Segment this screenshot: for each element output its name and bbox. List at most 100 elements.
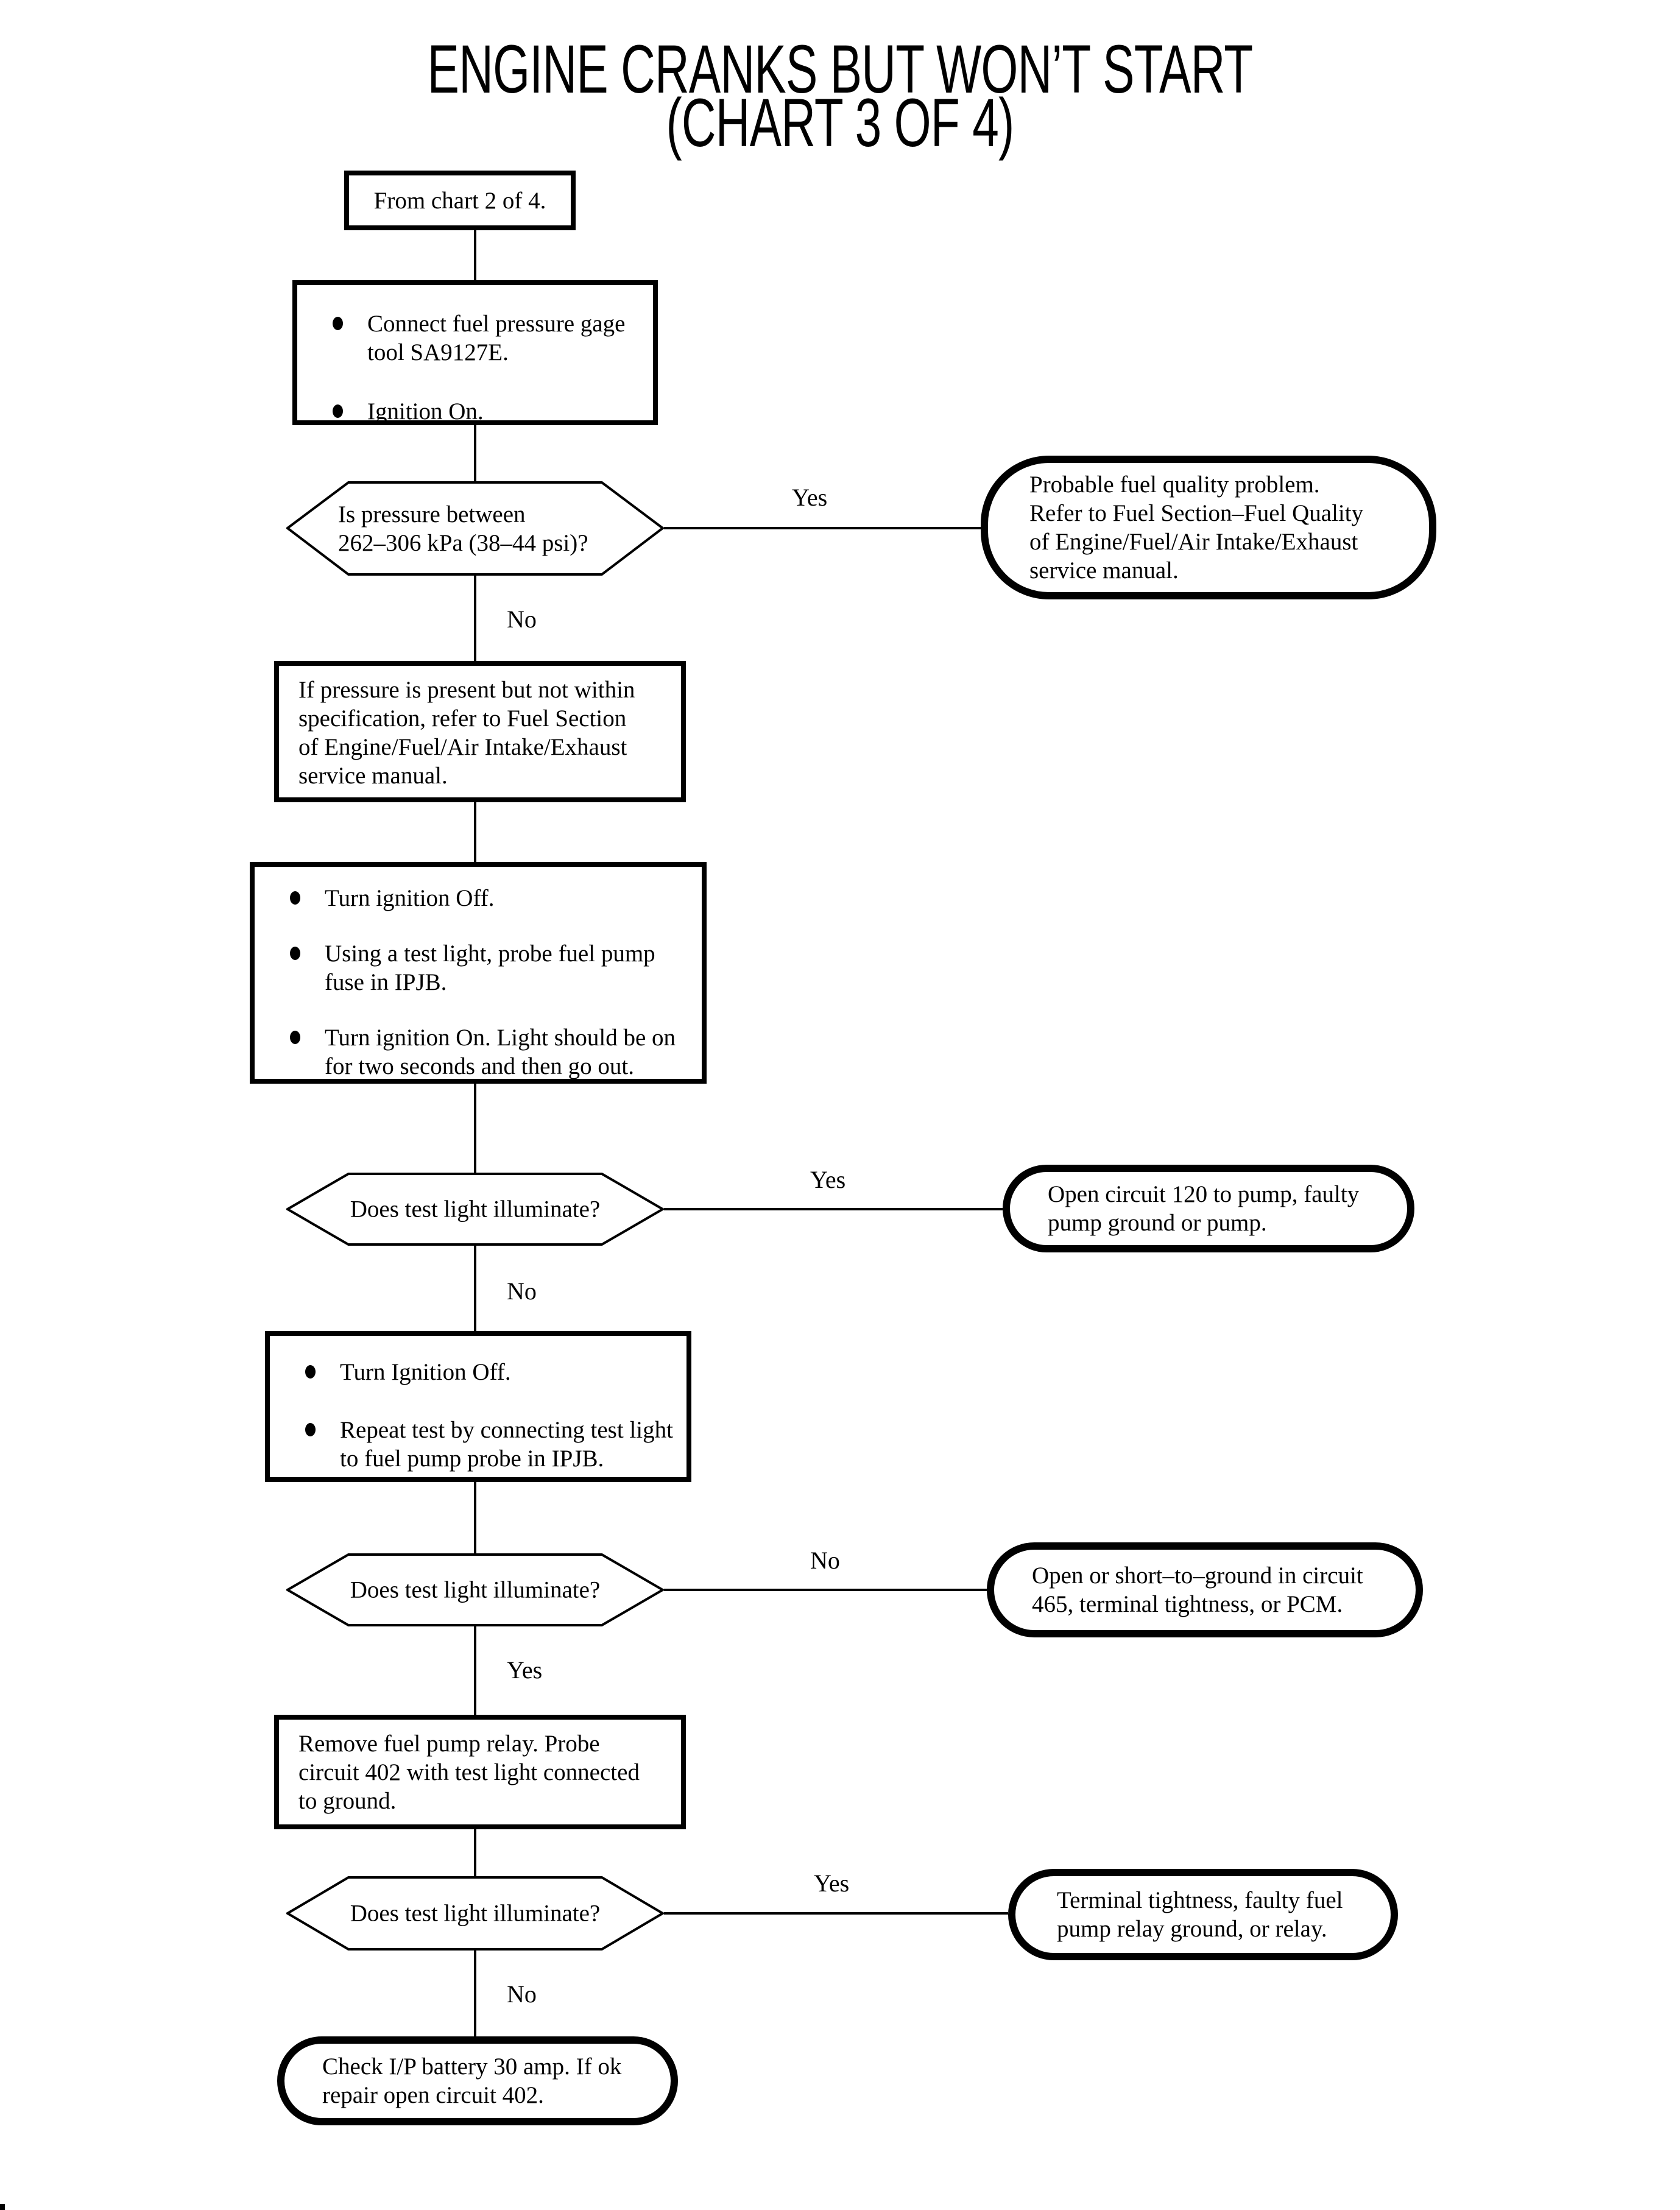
bullet-line: Connect fuel pressure gage (367, 311, 626, 337)
decision3-text: Does test light illuminate? (286, 1576, 664, 1605)
node-result5: Check I/P battery 30 amp. If ok repair o… (277, 2036, 678, 2125)
node-step4: Remove fuel pump relay. Probe circuit 40… (274, 1715, 686, 1829)
node-decision4: Does test light illuminate? (286, 1876, 664, 1951)
result-line: Open or short–to–ground in circuit (1032, 1562, 1363, 1589)
connector-decision1-result1 (664, 527, 981, 529)
connector-decision3-result3 (664, 1589, 987, 1591)
bullet-line: Turn ignition Off. (325, 885, 495, 911)
bullet-line: for two seconds and then go out. (325, 1053, 634, 1079)
text-line: to ground. (298, 1788, 397, 1814)
connector-step2-decision2 (474, 1084, 476, 1173)
bullet-line: tool SA9127E. (367, 339, 509, 365)
bullet-text: Using a test light, probe fuel pump fuse… (325, 939, 655, 997)
connector-start-step1 (474, 230, 476, 280)
result-line: Probable fuel quality problem. (1029, 471, 1320, 498)
hexagon-shape-icon (286, 481, 664, 576)
bullet-text: Turn Ignition Off. (340, 1358, 511, 1386)
bullet-dot-icon (305, 1423, 316, 1436)
node-start: From chart 2 of 4. (344, 171, 576, 230)
bullet-dot-icon (333, 317, 343, 330)
hexagon-shape-icon (286, 1553, 664, 1626)
edge-label-no: No (507, 605, 537, 633)
decision-line: 262–306 kPa (38–44 psi)? (338, 529, 588, 556)
result-line: Open circuit 120 to pump, faulty (1048, 1181, 1360, 1207)
node-result4: Terminal tightness, faulty fuel pump rel… (1008, 1869, 1398, 1960)
result-line: service manual. (1029, 557, 1179, 584)
node-result1: Probable fuel quality problem. Refer to … (981, 456, 1436, 599)
result-line: Check I/P battery 30 amp. If ok (322, 2053, 622, 2080)
edge-label-yes: Yes (814, 1869, 850, 1897)
text-line: of Engine/Fuel/Air Intake/Exhaust (298, 734, 627, 760)
result-line: pump relay ground, or relay. (1057, 1916, 1327, 1942)
hexagon-shape-icon (286, 1173, 664, 1246)
text-line: If pressure is present but not within (298, 677, 635, 703)
bullet-line: Ignition On. (367, 398, 484, 425)
connector-specbox-step2 (474, 802, 476, 862)
node-specbox: If pressure is present but not within sp… (274, 661, 686, 802)
decision-line: Is pressure between (338, 501, 526, 528)
result-line: pump ground or pump. (1048, 1210, 1267, 1236)
bullet-item: Ignition On. (333, 397, 647, 426)
result-line: of Engine/Fuel/Air Intake/Exhaust (1029, 529, 1358, 555)
node-step3: Turn Ignition Off. Repeat test by connec… (265, 1331, 691, 1482)
bullet-line: Repeat test by connecting test light (340, 1417, 673, 1443)
bullet-item: Connect fuel pressure gage tool SA9127E. (333, 309, 647, 367)
connector-decision4-result5 (474, 1951, 476, 2036)
bullet-item: Using a test light, probe fuel pump fuse… (290, 939, 696, 997)
scan-artifact (0, 2204, 5, 2210)
edge-label-no: No (810, 1547, 840, 1574)
page-title-line1: ENGINE CRANKS BUT WON’T START (427, 31, 1253, 107)
connector-decision1-specbox (474, 576, 476, 661)
result-line: Terminal tightness, faulty fuel (1057, 1887, 1343, 1913)
decision-line: Does test light illuminate? (350, 1900, 601, 1927)
result-line: Refer to Fuel Section–Fuel Quality (1029, 500, 1364, 526)
bullet-text: Repeat test by connecting test light to … (340, 1416, 673, 1473)
bullet-text: Turn ignition On. Light should be on for… (325, 1023, 676, 1081)
page-title-line2: (CHART 3 OF 4) (666, 85, 1014, 161)
bullet-dot-icon (333, 404, 343, 418)
connector-decision2-step3 (474, 1246, 476, 1331)
edge-label-yes: Yes (507, 1656, 543, 1684)
node-step1: Connect fuel pressure gage tool SA9127E.… (292, 280, 658, 425)
bullet-line: Turn ignition On. Light should be on (325, 1025, 676, 1051)
bullet-item: Turn ignition On. Light should be on for… (290, 1023, 696, 1081)
edge-label-yes: Yes (810, 1166, 846, 1193)
node-step2: Turn ignition Off. Using a test light, p… (250, 862, 707, 1084)
decision-line: Does test light illuminate? (350, 1196, 601, 1223)
edge-label-no: No (507, 1277, 537, 1305)
node-start-text: From chart 2 of 4. (373, 187, 546, 214)
bullet-line: fuse in IPJB. (325, 969, 447, 995)
bullet-line: Using a test light, probe fuel pump (325, 941, 655, 967)
text-line: circuit 402 with test light connected (298, 1759, 640, 1785)
text-line: Remove fuel pump relay. Probe (298, 1731, 600, 1757)
connector-step3-decision3 (474, 1482, 476, 1553)
text-line: service manual. (298, 763, 448, 789)
decision2-text: Does test light illuminate? (286, 1195, 664, 1224)
bullet-dot-icon (290, 947, 300, 960)
bullet-text: Turn ignition Off. (325, 884, 494, 913)
edge-label-yes: Yes (792, 484, 828, 511)
bullet-text: Connect fuel pressure gage tool SA9127E. (367, 309, 625, 367)
node-result2: Open circuit 120 to pump, faulty pump gr… (1003, 1165, 1414, 1252)
result-line: repair open circuit 402. (322, 2082, 544, 2108)
bullet-dot-icon (305, 1365, 316, 1379)
connector-step4-decision4 (474, 1829, 476, 1876)
bullet-line: to fuel pump probe in IPJB. (340, 1446, 604, 1472)
bullet-line: Turn Ignition Off. (340, 1359, 511, 1385)
node-result3: Open or short–to–ground in circuit 465, … (987, 1542, 1423, 1637)
edge-label-no: No (507, 1980, 537, 2008)
decision-line: Does test light illuminate? (350, 1576, 601, 1603)
decision1-text: Is pressure between 262–306 kPa (38–44 p… (338, 500, 588, 557)
connector-step1-decision1 (474, 425, 476, 481)
connector-decision2-result2 (664, 1208, 1003, 1210)
bullet-item: Turn ignition Off. (290, 884, 696, 913)
text-line: specification, refer to Fuel Section (298, 705, 627, 732)
connector-decision3-step4 (474, 1626, 476, 1715)
decision4-text: Does test light illuminate? (286, 1899, 664, 1928)
bullet-text: Ignition On. (367, 397, 484, 426)
result-line: 465, terminal tightness, or PCM. (1032, 1591, 1343, 1617)
node-decision1: Is pressure between 262–306 kPa (38–44 p… (286, 481, 664, 576)
bullet-dot-icon (290, 1031, 300, 1044)
bullet-dot-icon (290, 891, 300, 905)
